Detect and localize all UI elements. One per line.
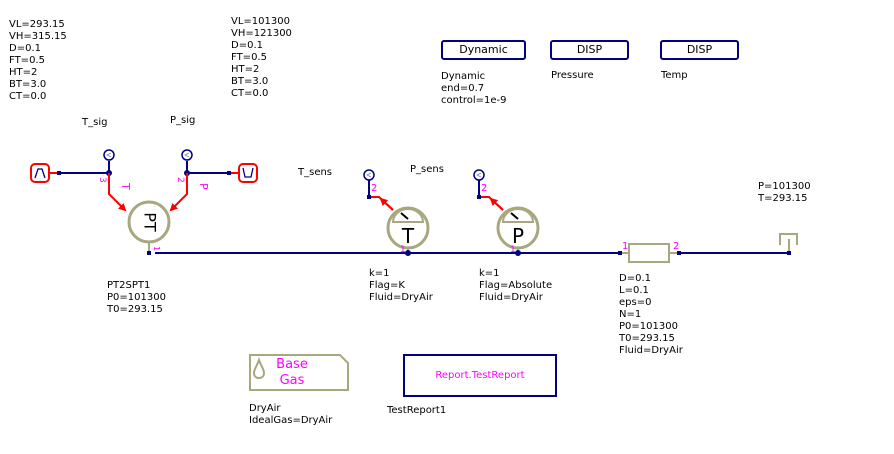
- p-sig-label: P_sig: [170, 115, 196, 126]
- dynamic-button[interactable]: Dynamic: [441, 40, 526, 60]
- pt-symbol: PT: [141, 212, 160, 232]
- port-3-label: 3: [97, 177, 107, 183]
- disp-pressure-button[interactable]: DISP: [550, 40, 629, 60]
- param-line: T0=293.15: [619, 333, 675, 344]
- disp-temp-button[interactable]: DISP: [660, 40, 739, 60]
- param-line: VH=121300: [231, 28, 292, 39]
- pressure-disp-label: Pressure: [551, 70, 594, 81]
- psens-port-2-label: 2: [481, 183, 487, 194]
- t-symbol: T: [401, 224, 415, 248]
- base-gas-component[interactable]: [249, 354, 349, 391]
- param-line: D=0.1: [9, 43, 41, 54]
- param-line: N=1: [619, 309, 642, 320]
- param-line: PT2SPT1: [107, 280, 151, 291]
- t-sens-probe[interactable]: [363, 169, 375, 181]
- tsens-port-1-label: 1: [400, 245, 406, 255]
- gauge-icon: [501, 208, 535, 223]
- param-line: P=101300: [758, 181, 811, 192]
- param-line: Flag=K: [369, 280, 405, 291]
- param-line: VL=293.15: [9, 19, 65, 30]
- pt2spt-component[interactable]: PT: [127, 200, 171, 244]
- param-line: Fluid=DryAir: [479, 292, 543, 303]
- p-signal-arrow: [169, 173, 188, 212]
- param-line: T=293.15: [758, 193, 808, 204]
- param-line: FT=0.5: [231, 52, 267, 63]
- boundary-component[interactable]: [779, 233, 798, 252]
- param-line: P0=101300: [107, 292, 166, 303]
- param-line: FT=0.5: [9, 55, 45, 66]
- param-line: HT=2: [9, 67, 38, 78]
- param-line: D=0.1: [619, 273, 651, 284]
- t-sensor[interactable]: T: [386, 206, 430, 250]
- trapezoid-signal-icon: [34, 168, 46, 179]
- param-line: k=1: [479, 268, 500, 279]
- p-sig-probe[interactable]: [181, 149, 193, 161]
- param-line: k=1: [369, 268, 390, 279]
- t-sens-label: T_sens: [298, 167, 333, 178]
- tsens-port-2-label: 2: [371, 183, 377, 194]
- param-line: D=0.1: [231, 40, 263, 51]
- pipe-port-1-label: 1: [622, 241, 628, 252]
- param-line: Dynamic: [441, 71, 486, 82]
- param-line: Flag=Absolute: [479, 280, 553, 291]
- param-line: Fluid=DryAir: [619, 345, 683, 356]
- test-report-name: TestReport1: [387, 405, 447, 416]
- param-line: HT=2: [231, 64, 260, 75]
- param-line: P0=101300: [619, 321, 678, 332]
- param-line: end=0.7: [441, 83, 485, 94]
- param-line: CT=0.0: [231, 88, 269, 99]
- t-signal-arrow: [108, 173, 127, 212]
- p-sensor[interactable]: P: [496, 206, 540, 250]
- param-line: BT=3.0: [231, 76, 269, 87]
- port-t-label: T: [119, 182, 132, 190]
- param-line: T0=293.15: [107, 304, 163, 315]
- psens-port-1-label: 1: [510, 245, 516, 255]
- param-line: DryAir: [249, 403, 281, 414]
- port-2-label: 2: [175, 177, 185, 183]
- p-sens-probe[interactable]: [473, 169, 485, 181]
- inverted-trapezoid-signal-icon: [242, 167, 254, 178]
- gauge-icon: [391, 208, 425, 223]
- p-symbol: P: [512, 224, 524, 248]
- pipe-component[interactable]: [628, 243, 670, 263]
- pt-port-1-label: 1: [152, 246, 161, 251]
- t-signal-generator[interactable]: [30, 163, 50, 183]
- param-line: VL=101300: [231, 16, 290, 27]
- param-line: CT=0.0: [9, 91, 47, 102]
- t-sig-label: T_sig: [82, 117, 108, 128]
- base-gas-title: Base Gas: [276, 357, 308, 388]
- param-line: control=1e-9: [441, 95, 507, 106]
- param-line: L=0.1: [619, 285, 649, 296]
- param-line: VH=315.15: [9, 31, 67, 42]
- port-p-label: P: [197, 183, 210, 190]
- p-signal-generator[interactable]: [238, 163, 258, 183]
- gas-droplet-icon: [252, 356, 266, 380]
- test-report-component[interactable]: Report.TestReport: [403, 354, 557, 397]
- param-line: Fluid=DryAir: [369, 292, 433, 303]
- param-line: IdealGas=DryAir: [249, 415, 333, 426]
- temp-disp-label: Temp: [661, 70, 688, 81]
- t-sig-probe[interactable]: [103, 149, 115, 161]
- param-line: eps=0: [619, 297, 652, 308]
- p-sens-label: P_sens: [410, 164, 444, 175]
- pipe-port-2-label: 2: [673, 241, 679, 252]
- param-line: BT=3.0: [9, 79, 47, 90]
